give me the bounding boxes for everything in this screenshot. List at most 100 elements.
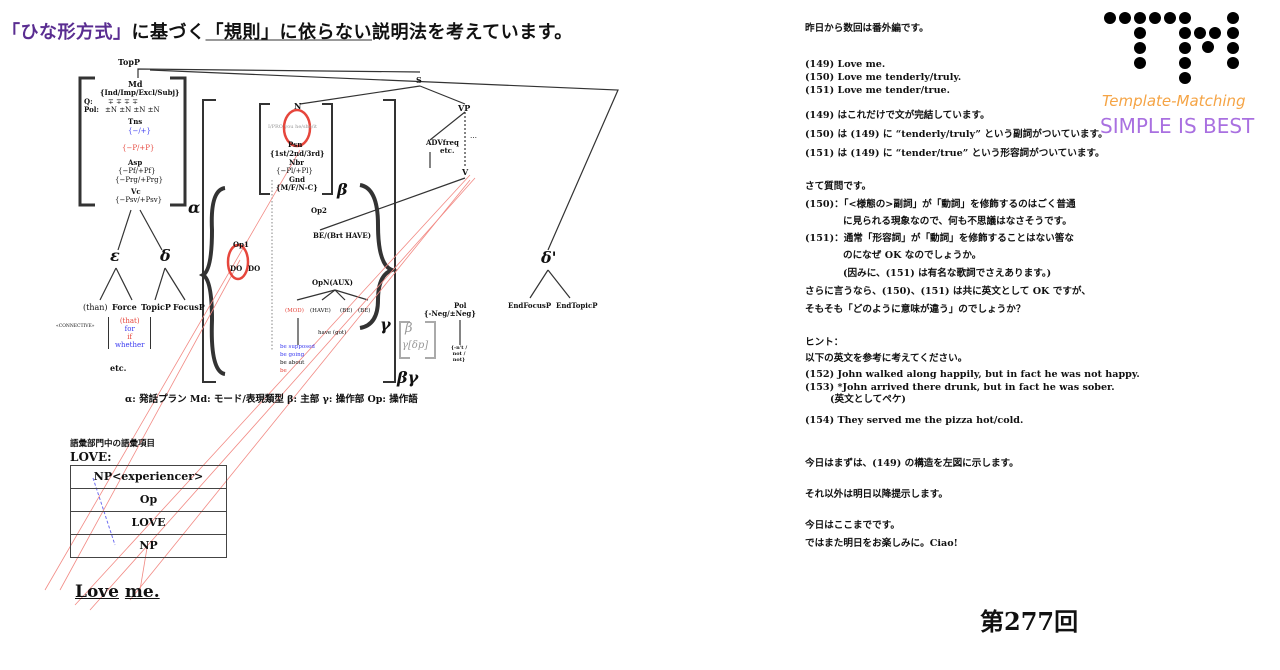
betagamma-symbol: βγ bbox=[397, 368, 419, 387]
tree-diagram-lines bbox=[44, 68, 619, 611]
node-opn-aux: OpN(AUX) bbox=[312, 278, 353, 287]
node-op1: Op1 bbox=[233, 240, 249, 249]
node-n: N bbox=[294, 101, 302, 111]
lexicon-row: Op bbox=[71, 489, 226, 512]
example-153: (153) *John arrived there drunk, but in … bbox=[805, 382, 1115, 393]
tns-past-values: {−P/+P} bbox=[122, 144, 155, 152]
text-line: さらに言うなら、(150)、(151) は共に英文として OK ですが、 bbox=[805, 286, 1091, 297]
episode-number: 第277回 bbox=[980, 607, 1079, 636]
be-going: be going bbox=[280, 352, 305, 358]
lexicon-row: LOVE bbox=[71, 512, 226, 535]
node-s: S bbox=[416, 75, 422, 85]
example-154: (154) They served me the pizza hot/cold. bbox=[805, 415, 1024, 426]
text-line: そもそも「どのように意味が違う」のでしょうか？ bbox=[805, 304, 1026, 315]
node-v: V bbox=[462, 167, 469, 177]
q-values: ∓ ∓ ∓ ∓ bbox=[108, 98, 139, 106]
gnd-label: Gnd bbox=[289, 175, 305, 184]
lexicon-word: LOVE: bbox=[70, 450, 112, 464]
word-me: me. bbox=[124, 582, 160, 602]
example-151: (151) Love me tender/true. bbox=[805, 85, 950, 96]
neg-values: {-Neg/±Neg} bbox=[424, 309, 476, 318]
comp-whether: whether bbox=[115, 341, 145, 349]
title-underlined: 「規則」に依らない bbox=[205, 22, 372, 43]
node-be-2: (BE) bbox=[358, 308, 371, 314]
word-love: Love bbox=[75, 582, 119, 602]
tm-logo-icon bbox=[1104, 12, 1239, 84]
not-values: {-n't / not / not} bbox=[450, 345, 468, 363]
text-line: 昨日から数回は番外編です。 bbox=[805, 23, 929, 34]
pol-label: Pol: bbox=[84, 105, 99, 114]
text-line: (因みに、(151) は有名な歌詞でさえあります。) bbox=[843, 268, 1052, 279]
tns-label: Tns bbox=[128, 117, 143, 126]
node-be-have: BE/(Brt HAVE) bbox=[313, 231, 372, 240]
psn-values: {1st/2nd/3rd} bbox=[270, 149, 325, 158]
gray-beta: β bbox=[405, 321, 413, 336]
text-line: ではまた明日をお楽しみに。Ciao! bbox=[805, 538, 958, 549]
example-152: (152) John walked along happily, but in … bbox=[805, 369, 1140, 380]
adv-etc: etc. bbox=[440, 146, 455, 155]
lexicon-table: NP<experiencer> Op LOVE NP bbox=[70, 465, 227, 558]
text-line: に見られる現象なので、何も不思議はなさそうです。 bbox=[843, 216, 1072, 227]
asp-label: Asp bbox=[128, 158, 143, 167]
node-topicp: TopicP bbox=[141, 302, 171, 312]
tns-values: {−/+} bbox=[128, 127, 151, 135]
complementizer-list: (that) for if whether bbox=[108, 317, 152, 349]
etc-label: etc. bbox=[110, 363, 127, 373]
vp-dots: … bbox=[470, 132, 477, 140]
nbr-values: {−Pl/+Pl} bbox=[276, 167, 313, 175]
epsilon-symbol: ε bbox=[110, 246, 120, 265]
text-line: (英文としてペケ) bbox=[830, 394, 906, 405]
text-line: (150) は (149) に “tenderly/truly” という副詞がつ… bbox=[805, 129, 1108, 140]
text-line: ヒント： bbox=[805, 337, 844, 348]
delta-prime-symbol: δ' bbox=[541, 248, 557, 267]
example-150: (150) Love me tenderly/truly. bbox=[805, 72, 962, 83]
node-topp: TopP bbox=[118, 57, 140, 67]
node-than: (than) bbox=[83, 303, 108, 312]
text-line: 今日はまずは、(149) の構造を左図に示します。 bbox=[805, 458, 1019, 469]
q-label: Q: bbox=[84, 97, 93, 106]
be-supposed: be supposed bbox=[280, 344, 315, 350]
text-line: 今日はここまでです。 bbox=[805, 520, 900, 531]
be-about: be about bbox=[280, 360, 305, 366]
text-line: 以下の英文を参考に考えてください。 bbox=[805, 353, 968, 364]
node-mod: (MOD) bbox=[285, 308, 304, 314]
text-line: (150)：「<様態の>副詞」が「動詞」を修飾するのはごく普通 bbox=[805, 199, 1076, 210]
beta-symbol: β bbox=[337, 180, 348, 199]
title-text-end: 説明法を考えています。 bbox=[372, 22, 573, 43]
nbr-label: Nbr bbox=[289, 158, 304, 167]
node-op2: Op2 bbox=[311, 206, 327, 215]
do-1: DO bbox=[230, 264, 243, 273]
md-options: {Ind/Imp/Excl/Subj} bbox=[100, 88, 180, 97]
text-line: それ以外は明日以降提示します。 bbox=[805, 489, 948, 500]
gnd-values: {M/F/N-C} bbox=[276, 183, 318, 192]
alpha-symbol: α bbox=[188, 198, 201, 217]
example-149: (149) Love me. bbox=[805, 59, 886, 70]
node-pol: Pol bbox=[454, 301, 467, 310]
have-got: have (got) bbox=[318, 330, 347, 336]
connective-label: «CONNECTIVE» bbox=[56, 324, 95, 329]
comp-that: (that) bbox=[119, 317, 140, 325]
text-line: のになぜ OK なのでしょうか。 bbox=[843, 250, 982, 261]
node-advfreq: ADVfreq bbox=[426, 138, 459, 147]
text-line: さて質問です。 bbox=[805, 181, 872, 192]
text-line: (151) は (149) に “tender/true” という形容詞がついて… bbox=[805, 148, 1105, 159]
lexicon-row: NP bbox=[139, 539, 158, 552]
slide-title: 「ひな形方式」に基づく「規則」に依らない説明法を考えています。 bbox=[2, 18, 573, 44]
gray-gamma: γ[δp] bbox=[402, 340, 429, 351]
title-text: に基づく bbox=[131, 22, 206, 43]
asp-prg: {−Prg/+Prg} bbox=[115, 176, 164, 184]
pol-values: ±N ±N ±N ±N bbox=[105, 106, 160, 114]
example-sentence: Love me. bbox=[75, 582, 160, 602]
n-features: I/PRO you he/she/it bbox=[268, 124, 318, 130]
comp-for: for bbox=[124, 325, 135, 333]
logo-slogan: SIMPLE IS BEST bbox=[1100, 114, 1255, 138]
text-line: (151)：通常「形容詞」が「動詞」を修飾することはない筈な bbox=[805, 233, 1074, 244]
node-md: Md bbox=[128, 79, 143, 89]
node-focusp: FocusP bbox=[173, 302, 205, 312]
be: be bbox=[280, 368, 287, 374]
logo-tagline: Template-Matching bbox=[1102, 92, 1246, 110]
node-have: (HAVE) bbox=[310, 308, 331, 314]
node-endtopicp: EndTopicP bbox=[556, 301, 598, 310]
vc-values: {−Psv/+Psv} bbox=[115, 196, 163, 204]
node-endfocusp: EndFocusP bbox=[508, 301, 552, 310]
